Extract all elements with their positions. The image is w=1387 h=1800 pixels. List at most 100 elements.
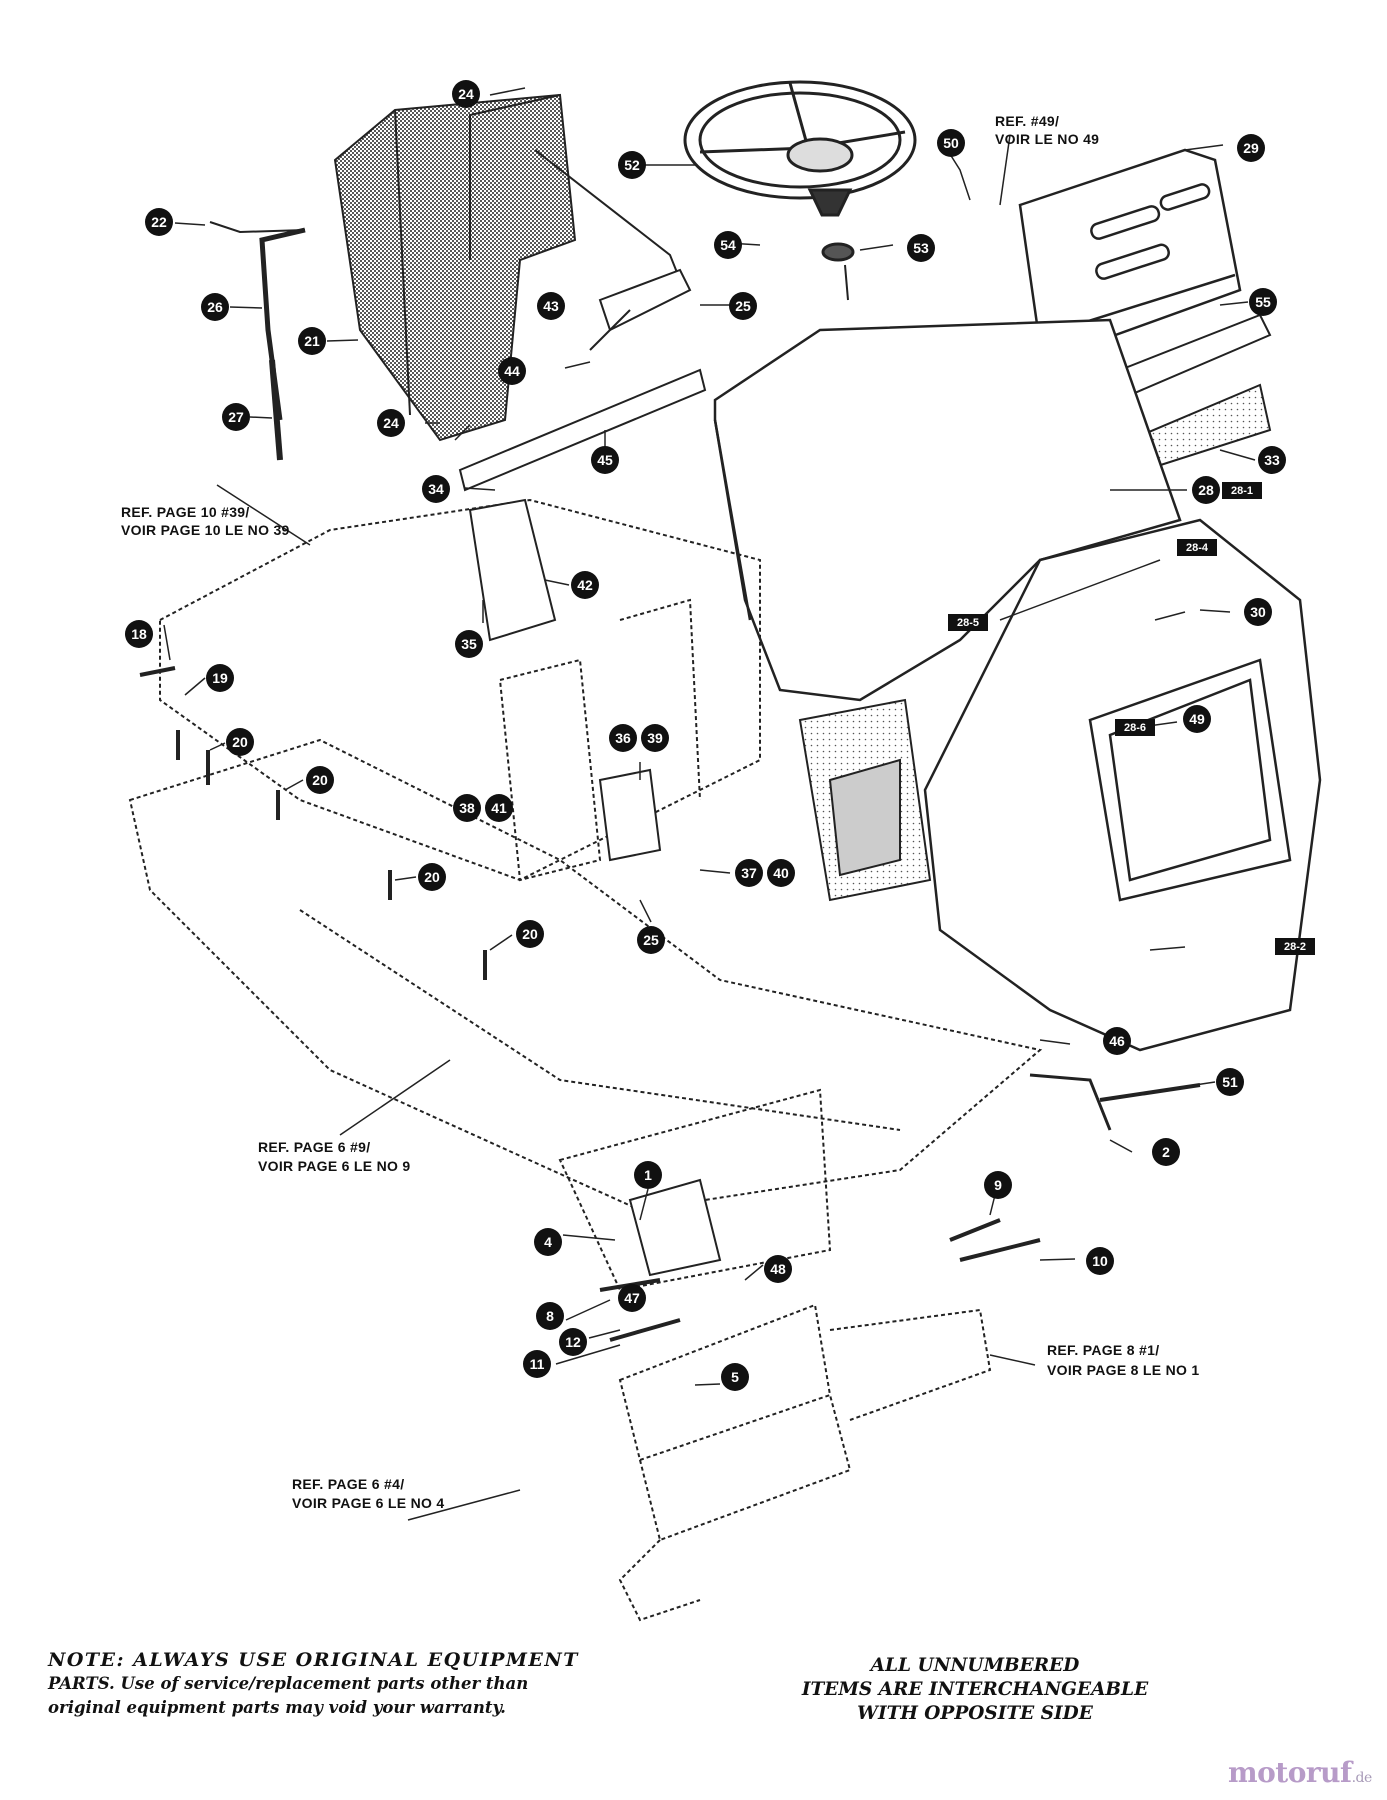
- callout-2: 2: [1152, 1138, 1180, 1166]
- svg-text:39: 39: [647, 730, 663, 746]
- svg-text:25: 25: [735, 298, 751, 314]
- callout-26: 26: [201, 293, 229, 321]
- svg-text:25: 25: [643, 932, 659, 948]
- svg-text:40: 40: [773, 865, 789, 881]
- battery-strap-26-27: [209, 221, 306, 461]
- callout-24-top: 24: [452, 80, 480, 108]
- svg-text:34: 34: [428, 481, 444, 497]
- svg-text:20: 20: [424, 869, 440, 885]
- sublabel-28-6: 28-6: [1115, 719, 1155, 736]
- ref-page8-en: REF. PAGE 8 #1/: [1047, 1342, 1160, 1358]
- callout-35: 35: [455, 630, 483, 658]
- frame: [128, 498, 1043, 1292]
- callout-25-top: 25: [729, 292, 757, 320]
- ref-page6-9-en: REF. PAGE 6 #9/: [258, 1139, 371, 1155]
- callout-44: 44: [498, 357, 526, 385]
- warranty-note-line2: PARTS. Use of service/replacement parts …: [48, 1674, 529, 1693]
- svg-text:1: 1: [644, 1167, 652, 1183]
- callout-27: 27: [222, 403, 250, 431]
- unnumbered-note-line2: ITEMS ARE INTERCHANGEABLE: [801, 1679, 1149, 1700]
- sublabel-28-4: 28-4: [1177, 539, 1217, 556]
- ref-page10-fr: VOIR PAGE 10 LE NO 39: [121, 522, 290, 538]
- callout-20-b: 20: [306, 766, 334, 794]
- sublabel-28-1: 28-1: [1222, 482, 1262, 499]
- callout-53: 53: [907, 234, 935, 262]
- svg-text:18: 18: [131, 626, 147, 642]
- svg-text:9: 9: [994, 1177, 1002, 1193]
- callout-54: 54: [714, 231, 742, 259]
- svg-text:28-5: 28-5: [957, 617, 979, 629]
- svg-text:24: 24: [458, 86, 474, 102]
- callout-25-mid: 25: [637, 926, 665, 954]
- svg-text:35: 35: [461, 636, 477, 652]
- callout-30: 30: [1244, 598, 1272, 626]
- svg-text:38: 38: [459, 800, 475, 816]
- axle-support: [618, 1303, 992, 1622]
- svg-text:44: 44: [504, 363, 520, 379]
- svg-text:55: 55: [1255, 294, 1271, 310]
- steering-wheel-52: [683, 80, 917, 301]
- ref-49-en: REF. #49/: [995, 113, 1060, 129]
- svg-text:37: 37: [741, 865, 757, 881]
- callout-11: 11: [523, 1350, 551, 1378]
- callout-9: 9: [984, 1171, 1012, 1199]
- callout-50: 50: [937, 129, 965, 157]
- svg-text:51: 51: [1222, 1074, 1238, 1090]
- callout-8: 8: [536, 1302, 564, 1330]
- svg-text:47: 47: [624, 1290, 640, 1306]
- callout-10: 10: [1086, 1247, 1114, 1275]
- svg-text:52: 52: [624, 157, 640, 173]
- svg-text:28-1: 28-1: [1231, 485, 1253, 497]
- svg-text:28-2: 28-2: [1284, 941, 1306, 953]
- unnumbered-note: ALL UNNUMBERED ITEMS ARE INTERCHANGEABLE…: [760, 1654, 1190, 1726]
- svg-text:5: 5: [731, 1369, 739, 1385]
- svg-text:10: 10: [1092, 1253, 1108, 1269]
- unnumbered-note-line3: WITH OPPOSITE SIDE: [857, 1703, 1093, 1724]
- callout-41: 41: [485, 794, 513, 822]
- unnumbered-note-line1: ALL UNNUMBERED: [870, 1655, 1080, 1676]
- svg-text:4: 4: [544, 1234, 552, 1250]
- svg-text:33: 33: [1264, 452, 1280, 468]
- ref-page6-9-fr: VOIR PAGE 6 LE NO 9: [258, 1158, 411, 1174]
- svg-text:24: 24: [383, 415, 399, 431]
- callout-52: 52: [618, 151, 646, 179]
- callout-42: 42: [571, 571, 599, 599]
- svg-text:20: 20: [522, 926, 538, 942]
- svg-text:28: 28: [1198, 482, 1214, 498]
- svg-text:26: 26: [207, 299, 223, 315]
- watermark-logo: motoruf.de: [1228, 1756, 1372, 1789]
- callout-20-c: 20: [418, 863, 446, 891]
- engine: [798, 698, 932, 902]
- callout-18: 18: [125, 620, 153, 648]
- svg-text:54: 54: [720, 237, 736, 253]
- callout-19: 19: [206, 664, 234, 692]
- callout-40: 40: [767, 859, 795, 887]
- callout-22: 22: [145, 208, 173, 236]
- svg-text:22: 22: [151, 214, 167, 230]
- svg-text:49: 49: [1189, 711, 1205, 727]
- callout-37: 37: [735, 859, 763, 887]
- callout-51: 51: [1216, 1068, 1244, 1096]
- svg-text:20: 20: [232, 734, 248, 750]
- callout-29: 29: [1237, 134, 1265, 162]
- bolts-20: [139, 666, 487, 980]
- callout-33: 33: [1258, 446, 1286, 474]
- dash-panel-29: [1018, 148, 1242, 357]
- grille-28-2: [923, 518, 1322, 1052]
- callout-55: 55: [1249, 288, 1277, 316]
- callout-21: 21: [298, 327, 326, 355]
- callout-39: 39: [641, 724, 669, 752]
- callout-24-bottom: 24: [377, 409, 405, 437]
- svg-text:43: 43: [543, 298, 559, 314]
- callout-46: 46: [1103, 1027, 1131, 1055]
- ref-49-fr: VOIR LE NO 49: [995, 131, 1100, 147]
- callout-38: 38: [453, 794, 481, 822]
- callout-45: 45: [591, 446, 619, 474]
- svg-text:36: 36: [615, 730, 631, 746]
- callout-1: 1: [634, 1161, 662, 1189]
- ref-page8-fr: VOIR PAGE 8 LE NO 1: [1047, 1362, 1200, 1378]
- svg-text:53: 53: [913, 240, 929, 256]
- callout-48: 48: [764, 1255, 792, 1283]
- svg-text:11: 11: [530, 1356, 545, 1372]
